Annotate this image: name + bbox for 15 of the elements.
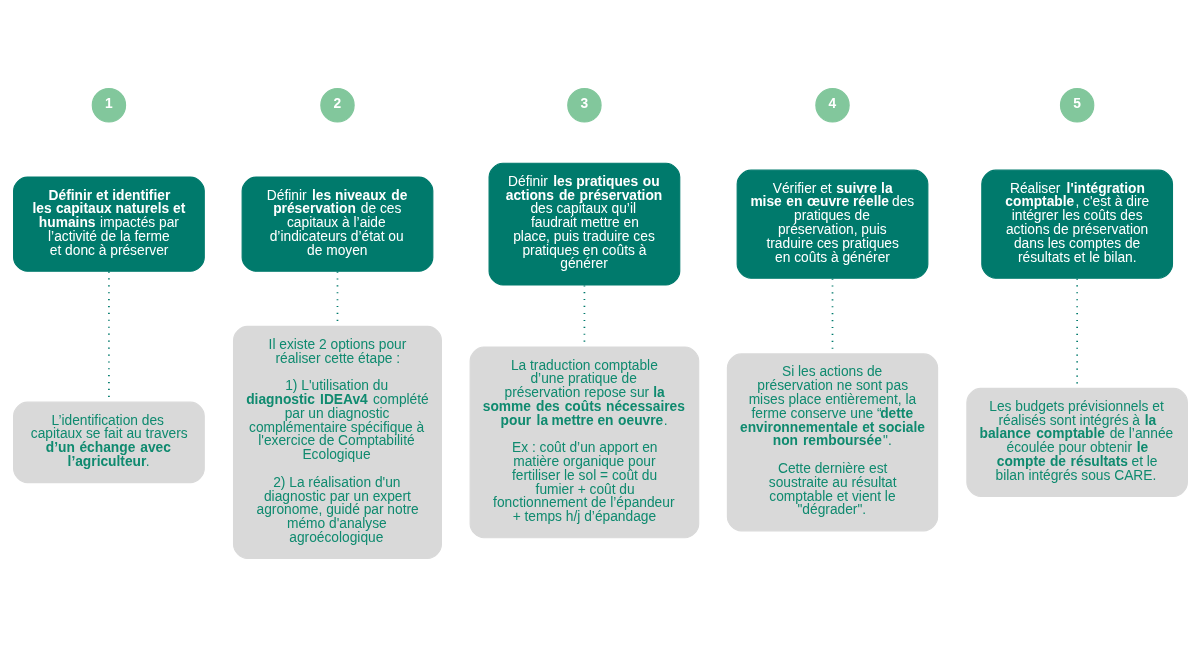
node-box: Si les actions de préservation ne sont pas mises place entièrement, la ferme conserve une “dette environnementale et sociale non remboursée". Cette dernière est soustraite au résultat comptable et vient le "dégrader". [726,353,938,532]
node-box: Définir les niveaux de préservation de ces capitaux à l’aide d’indicateurs d’état ou de moyen [241,176,433,272]
node-circle: 3 [566,88,602,123]
node-box: Il existe 2 options pour réaliser cette étape : 1) L'utilisation du diagnostic IDEAv4 complété par un diagnostic complémentaire spécifique à l'exercice de Comptabilité Ecologique 2) La réalisation d'un diagnostic par un expert agronome, guidé par notre mémo d'analyse agroécologique [232,325,442,559]
node-box: Les budgets prévisionnels et réalisés sont intégrés à la balance comptable de l’année écoulée pour obtenir le compte de résultats et le bilan intégrés sous CARE. [965,387,1188,497]
node-circle: 5 [1059,88,1094,123]
node-circle: 4 [814,88,850,123]
node-box: Réaliser l'intégration comptable, c'est à dire intégrer les coûts des actions de préservation dans les comptes de résultats et le bilan. [980,169,1173,279]
node-circle: 1 [91,88,126,123]
node-circle: 2 [319,88,355,123]
node-box: Définir et identifier les capitaux naturels et humains impactés par l’activité de la ferme et donc à préserver [12,176,205,272]
node-box: L’identification des capitaux se fait au travers d’un échange avec l’agriculteur. [12,401,205,484]
node-box: Définir les pratiques ou actions de préservation des capitaux qu’il faudrait mettre en place, puis traduire ces pratiques en coûts à générer [488,162,680,286]
node-box: La traduction comptable d’une pratique de préservation repose sur la somme des coûts nécessaires pour la mettre en oeuvre. Ex : coût d’un apport en matière organique pour fertiliser le sol = coût du fumier + coût du fonctionnement de l’épandeur + temps h/j d’épandage [469,346,699,539]
node-box: Vérifier et suivre la mise en œuvre réelle des pratiques de préservation, puis traduire ces pratiques en coûts à générer [736,169,928,279]
